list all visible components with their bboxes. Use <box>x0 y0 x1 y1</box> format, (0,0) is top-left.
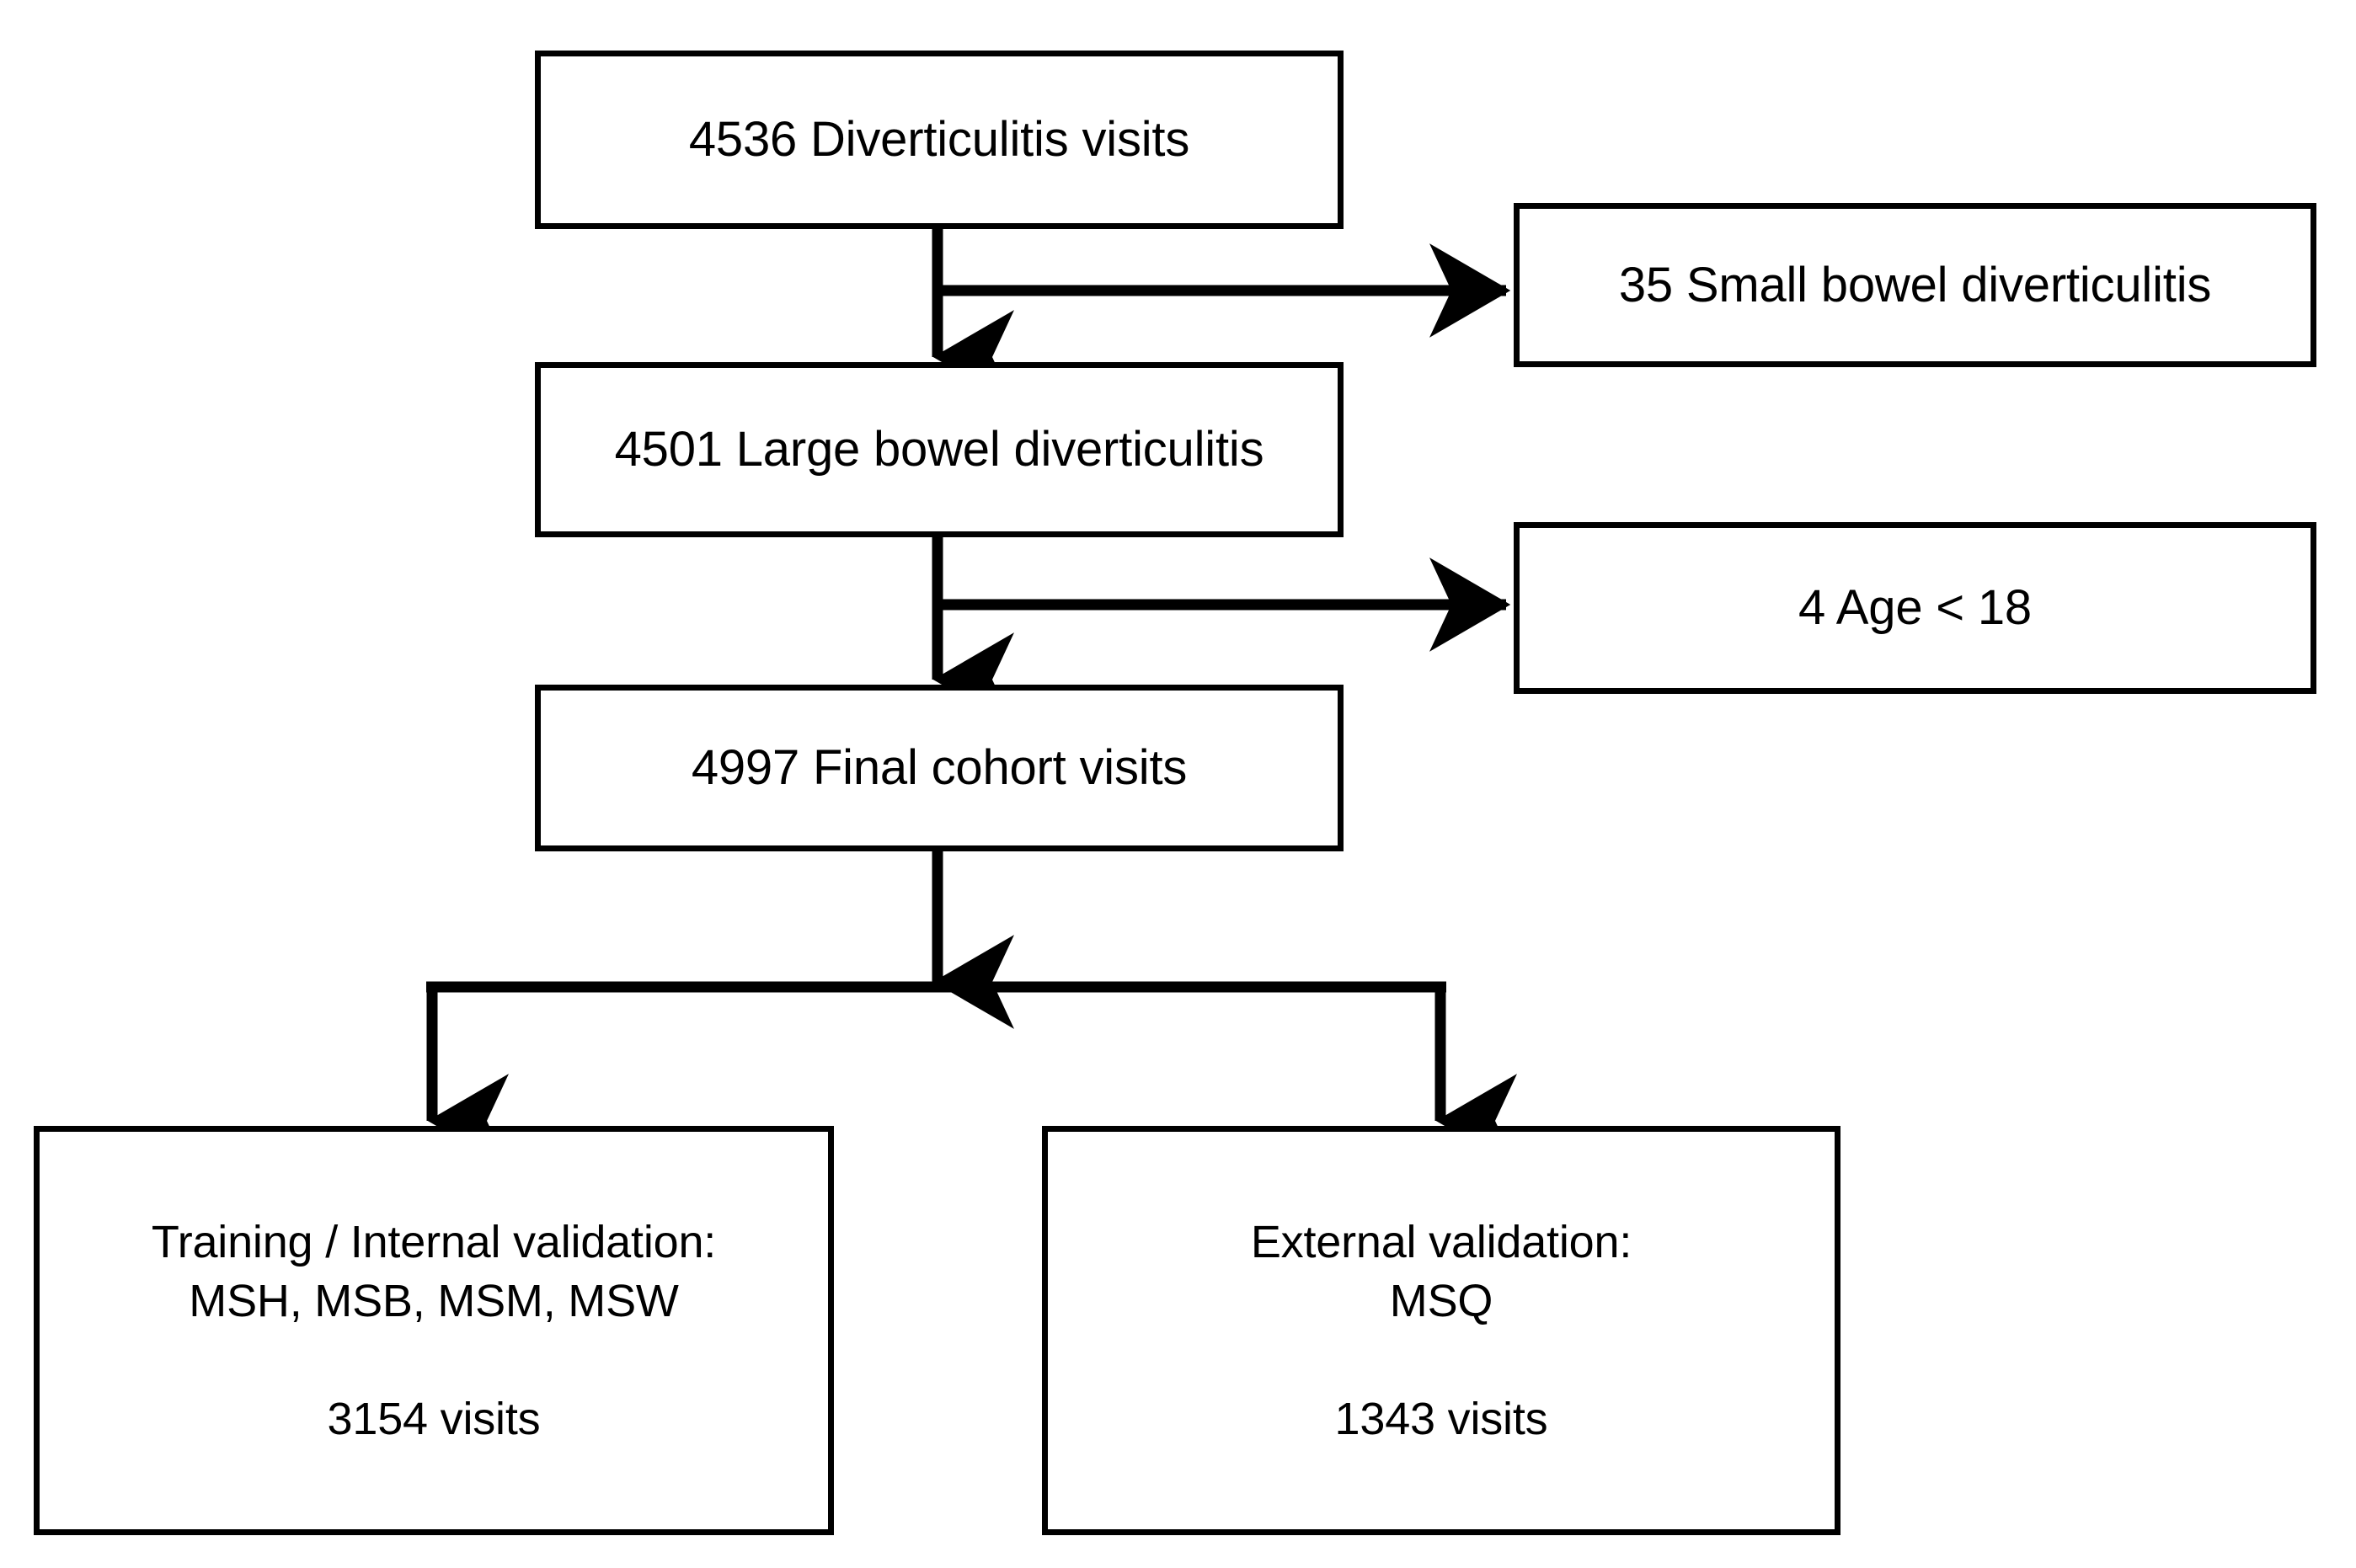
node-large-bowel-diverticulitis: 4501 Large bowel diverticulitis <box>535 362 1344 537</box>
node-sites: MSH, MSB, MSM, MSW <box>189 1275 679 1326</box>
node-label: 4536 Diverticulitis visits <box>688 112 1190 168</box>
node-visits: 3154 visits <box>327 1394 541 1445</box>
node-title: External validation: <box>1250 1216 1632 1267</box>
node-final-cohort-visits: 4997 Final cohort visits <box>535 685 1344 851</box>
node-visits: 1343 visits <box>1334 1394 1548 1445</box>
node-training-internal-validation: Training / Internal validation: MSH, MSB… <box>34 1126 834 1535</box>
node-sites: MSQ <box>1389 1275 1493 1326</box>
node-small-bowel-excluded: 35 Small bowel diverticulitis <box>1514 203 2316 367</box>
edge-final-cohort-to-split <box>426 851 1446 1029</box>
node-label: 4997 Final cohort visits <box>691 740 1188 796</box>
node-title: Training / Internal validation: <box>151 1216 717 1267</box>
node-external-validation: External validation: MSQ 1343 visits <box>1042 1126 1840 1535</box>
node-label: 4 Age < 18 <box>1798 580 2032 636</box>
node-label: 35 Small bowel diverticulitis <box>1618 257 2212 312</box>
node-diverticulitis-visits: 4536 Diverticulitis visits <box>535 51 1344 229</box>
node-label: 4501 Large bowel diverticulitis <box>614 422 1264 477</box>
node-age-excluded: 4 Age < 18 <box>1514 522 2316 694</box>
